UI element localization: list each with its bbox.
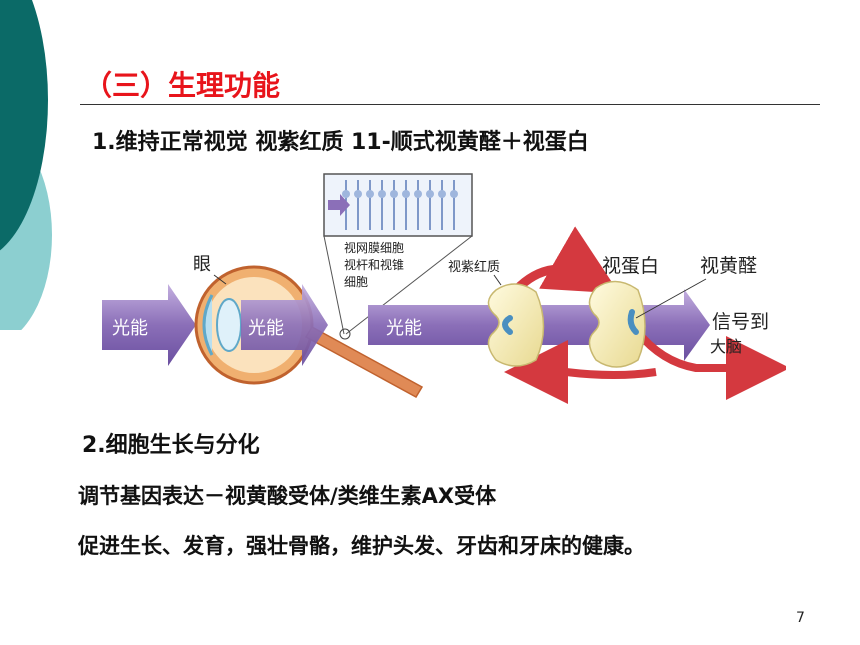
signal-label-line2: 大脑 bbox=[710, 337, 742, 356]
side-decoration bbox=[0, 0, 52, 330]
light-arrow-1 bbox=[102, 284, 196, 366]
signal-label-line1: 信号到 bbox=[712, 311, 769, 333]
retina-label-line1: 视网膜细胞 bbox=[344, 240, 404, 255]
slide-heading: （三）生理功能 bbox=[84, 69, 281, 102]
rhodopsin-label: 视紫红质 bbox=[448, 259, 500, 275]
opsin-molecule bbox=[588, 280, 646, 368]
opsin-label: 视蛋白 bbox=[602, 255, 659, 277]
point-2-detail-1: 调节基因表达－视黄酸受体/类维生素AX受体 bbox=[78, 484, 497, 508]
light-energy-label-2: 光能 bbox=[248, 318, 284, 339]
dark-teal-shape bbox=[0, 0, 48, 251]
light-energy-label-1: 光能 bbox=[112, 318, 148, 339]
retina-inset bbox=[323, 173, 473, 340]
rhodopsin-molecule bbox=[487, 283, 545, 367]
eye-label: 眼 bbox=[193, 254, 211, 275]
cycle-arrow-bottom bbox=[504, 340, 657, 404]
page-number: 7 bbox=[796, 610, 805, 626]
point-2-growth: 2.细胞生长与分化 bbox=[82, 433, 260, 458]
retinal-label: 视黄醛 bbox=[700, 255, 757, 277]
point-1-vision: 1.维持正常视觉 视紫红质 11-顺式视黄醛＋视蛋白 bbox=[92, 130, 589, 155]
heading-divider bbox=[80, 104, 820, 105]
light-arrow-2 bbox=[241, 284, 328, 366]
light-energy-label-3: 光能 bbox=[386, 318, 422, 339]
retina-label-line2: 视杆和视锥 bbox=[344, 257, 404, 272]
cycle-arrow-top bbox=[512, 226, 620, 294]
retinal-molecule bbox=[627, 309, 639, 335]
retina-label-line3: 细胞 bbox=[344, 275, 368, 289]
point-2-detail-2: 促进生长、发育，强壮骨骼，维护头发、牙齿和牙床的健康。 bbox=[78, 534, 645, 558]
vision-diagram: 光能 光能 眼 视网膜细胞 视杆和视锥 细胞 bbox=[102, 173, 786, 404]
